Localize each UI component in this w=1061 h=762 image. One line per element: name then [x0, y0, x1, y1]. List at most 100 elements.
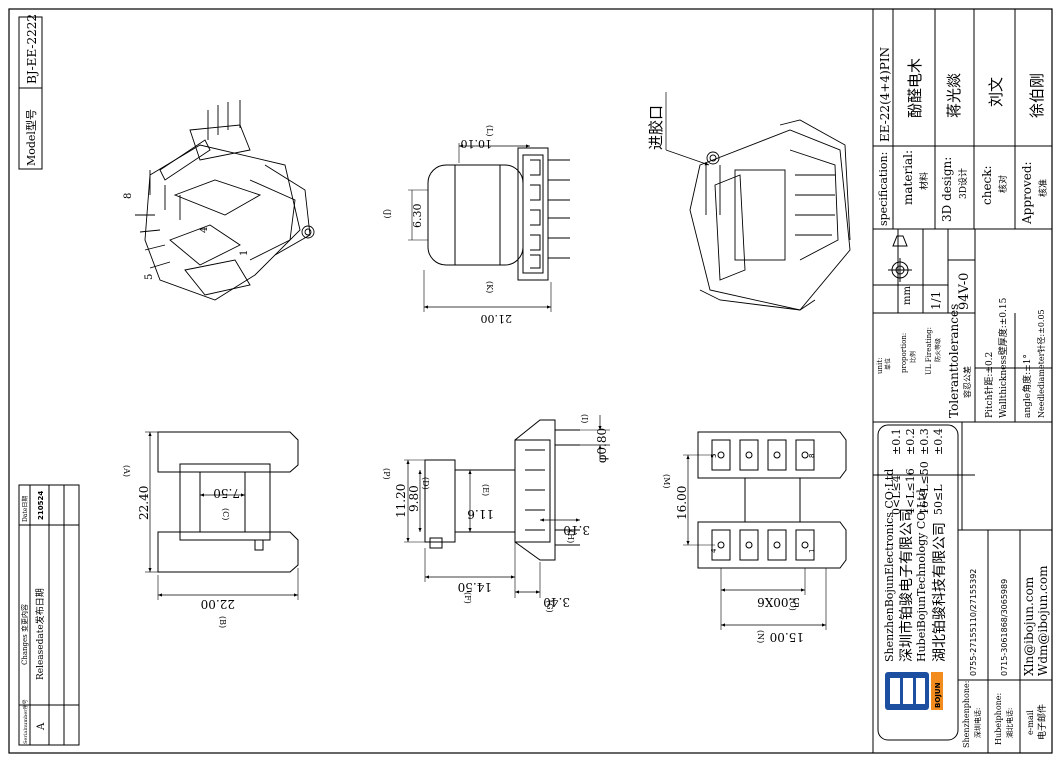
unit-value: mm [902, 286, 913, 305]
tol-range-0: 0<L≤4 [890, 475, 903, 515]
dim-15-00: 15.00 [770, 630, 804, 644]
isometric-view-2 [689, 119, 851, 311]
company-hb-en: HubeiBojunTechnology CO;Ltd [915, 489, 928, 662]
tolerances-label: Toleranttolerances [947, 304, 961, 418]
company-names: ShenzhenBojunElectronics CO;Ltd 深圳市铂骏电子有… [883, 469, 948, 662]
dim-3-10: 3.10 [563, 523, 590, 537]
label-I: (I) [580, 414, 589, 423]
title-block [872, 8, 1053, 754]
check-value: 刘文 [987, 77, 1005, 107]
dim-5x6: 5.00X6 [757, 595, 800, 609]
label-P: (P) [382, 468, 391, 480]
dim-7-50: 7.50 [213, 486, 240, 500]
label-N: (N) [756, 630, 765, 643]
label-G: (G) [545, 600, 554, 613]
dim-0-80: φ0.80 [595, 428, 609, 463]
material-label: material: [901, 150, 915, 205]
isometric-view-1 [135, 100, 315, 301]
proportion-cn: 比例 [909, 351, 917, 363]
dim-11-20: 11.20 [394, 484, 408, 518]
unit-label: unit: [876, 358, 884, 374]
label-E: (E) [481, 484, 490, 496]
design-value: 蒋光燚 [945, 73, 963, 118]
hb-phone-cn: 湖北电话: [1005, 708, 1014, 738]
label-D: (D) [421, 477, 430, 490]
proportion-label: proportion: [900, 333, 908, 373]
changes-row-date: 210524 [37, 491, 45, 520]
dim-21-00: 21.00 [481, 312, 513, 325]
email-1[interactable]: Xln@ibojun.com [1022, 576, 1036, 676]
logo-text: BOJUN [934, 682, 942, 708]
tol-range-1: 4<L≤16 [904, 468, 917, 515]
label-A: (A) [122, 465, 131, 477]
sz-phone-label: Shenzhenphone: [962, 681, 971, 748]
bottom-pin-8: 8 [808, 454, 816, 458]
pin-label-5: 5 [144, 274, 155, 280]
email-2[interactable]: Wdm@ibojun.com [1036, 565, 1050, 676]
label-M: (M) [662, 474, 671, 488]
pin-label-4: 4 [199, 227, 210, 233]
angle-tol: angle角度:±1° [1021, 354, 1033, 418]
unit-cn: 单位 [884, 358, 892, 370]
material-value: 酚醛电木 [906, 58, 924, 118]
sz-phone-cn: 深圳电话: [973, 708, 982, 738]
ul-cn: 防火等级 [934, 338, 942, 362]
needle-tol: Needlediameter针径:±0.05 [1036, 309, 1046, 418]
bottom-view [683, 431, 847, 630]
dim-9-80: 9.80 [407, 485, 421, 512]
pin-label-1: 1 [239, 250, 250, 256]
ul-value: 94V-0 [957, 273, 972, 310]
changes-table: Serialnumber序号 Changes 变更内容 Date日期 A Rel… [18, 484, 80, 746]
tol-range-2: 16<L≤50 [918, 461, 931, 515]
label-F: (F) [463, 592, 472, 604]
email-label: e-mail [1026, 710, 1035, 735]
side-view-bottom [404, 415, 610, 598]
bottom-pin-5: 5 [710, 454, 718, 458]
tol-range-3: 50≤L [932, 484, 945, 515]
design-label: 3D design: [940, 157, 954, 222]
dim-16-00: 16.00 [675, 486, 689, 520]
proportion-value: 1/1 [929, 291, 943, 310]
dim-11-6: 11.6 [467, 507, 494, 521]
tol-value-2: ±0.3 [918, 428, 931, 455]
gate-annotation: 进胶口 [647, 105, 665, 150]
check-cn: 核对 [997, 175, 1009, 193]
ul-label: UL Fireating: [925, 327, 933, 375]
label-H: (H) [566, 530, 575, 543]
dim-3-40: 3.40 [543, 595, 570, 609]
bottom-pin-4: 4 [710, 548, 718, 553]
dim-6-30: 6.30 [411, 204, 424, 229]
model-box: Model型号 BJ-EE-2222 [18, 14, 43, 170]
label-K: (K) [485, 281, 494, 293]
label-L: (L) [485, 125, 494, 137]
bojun-logo: BOJUN [885, 672, 943, 710]
tol-value-3: ±0.4 [932, 428, 945, 455]
dim-22-00: 22.00 [201, 597, 235, 611]
tolerances-cn: 容忍公差 [962, 366, 972, 398]
bottom-pin-1: 1 [808, 549, 816, 553]
label-O: (O) [788, 598, 797, 611]
dim-10-10: 10.10 [461, 137, 493, 150]
changes-header-change: Changes 变更内容 [20, 604, 29, 665]
changes-header-serial: Serialnumber序号 [22, 699, 29, 744]
design-cn: 3D设计 [957, 168, 969, 199]
email-cn: 电子邮件 [1036, 704, 1048, 740]
approved-cn: 核准 [1037, 179, 1049, 197]
material-cn: 材料 [918, 172, 930, 190]
gate-leader [665, 92, 710, 166]
pin-label-8: 8 [123, 193, 134, 199]
side-view-top [408, 143, 570, 312]
model-label: Model型号 [24, 109, 38, 166]
spec-value: EE-22(4+4)PIN [878, 47, 892, 142]
company-hb-cn: 湖北铂骏科技有限公司 [932, 522, 948, 662]
company-sz-en: ShenzhenBojunElectronics CO;Ltd [883, 469, 896, 662]
tol-value-1: ±0.2 [904, 428, 917, 455]
check-label: check: [980, 165, 994, 205]
label-B: (B) [218, 616, 227, 628]
spec-label: specification: [877, 152, 890, 226]
dim-22-40: 22.40 [137, 486, 151, 520]
model-value: BJ-EE-2222 [25, 14, 39, 84]
changes-row-change: Releasedate发布日期 [34, 588, 46, 680]
company-sz-cn: 深圳市铂骏电子有限公司 [898, 508, 915, 662]
sz-phone: 0755-27155110/27155392 [969, 569, 978, 676]
